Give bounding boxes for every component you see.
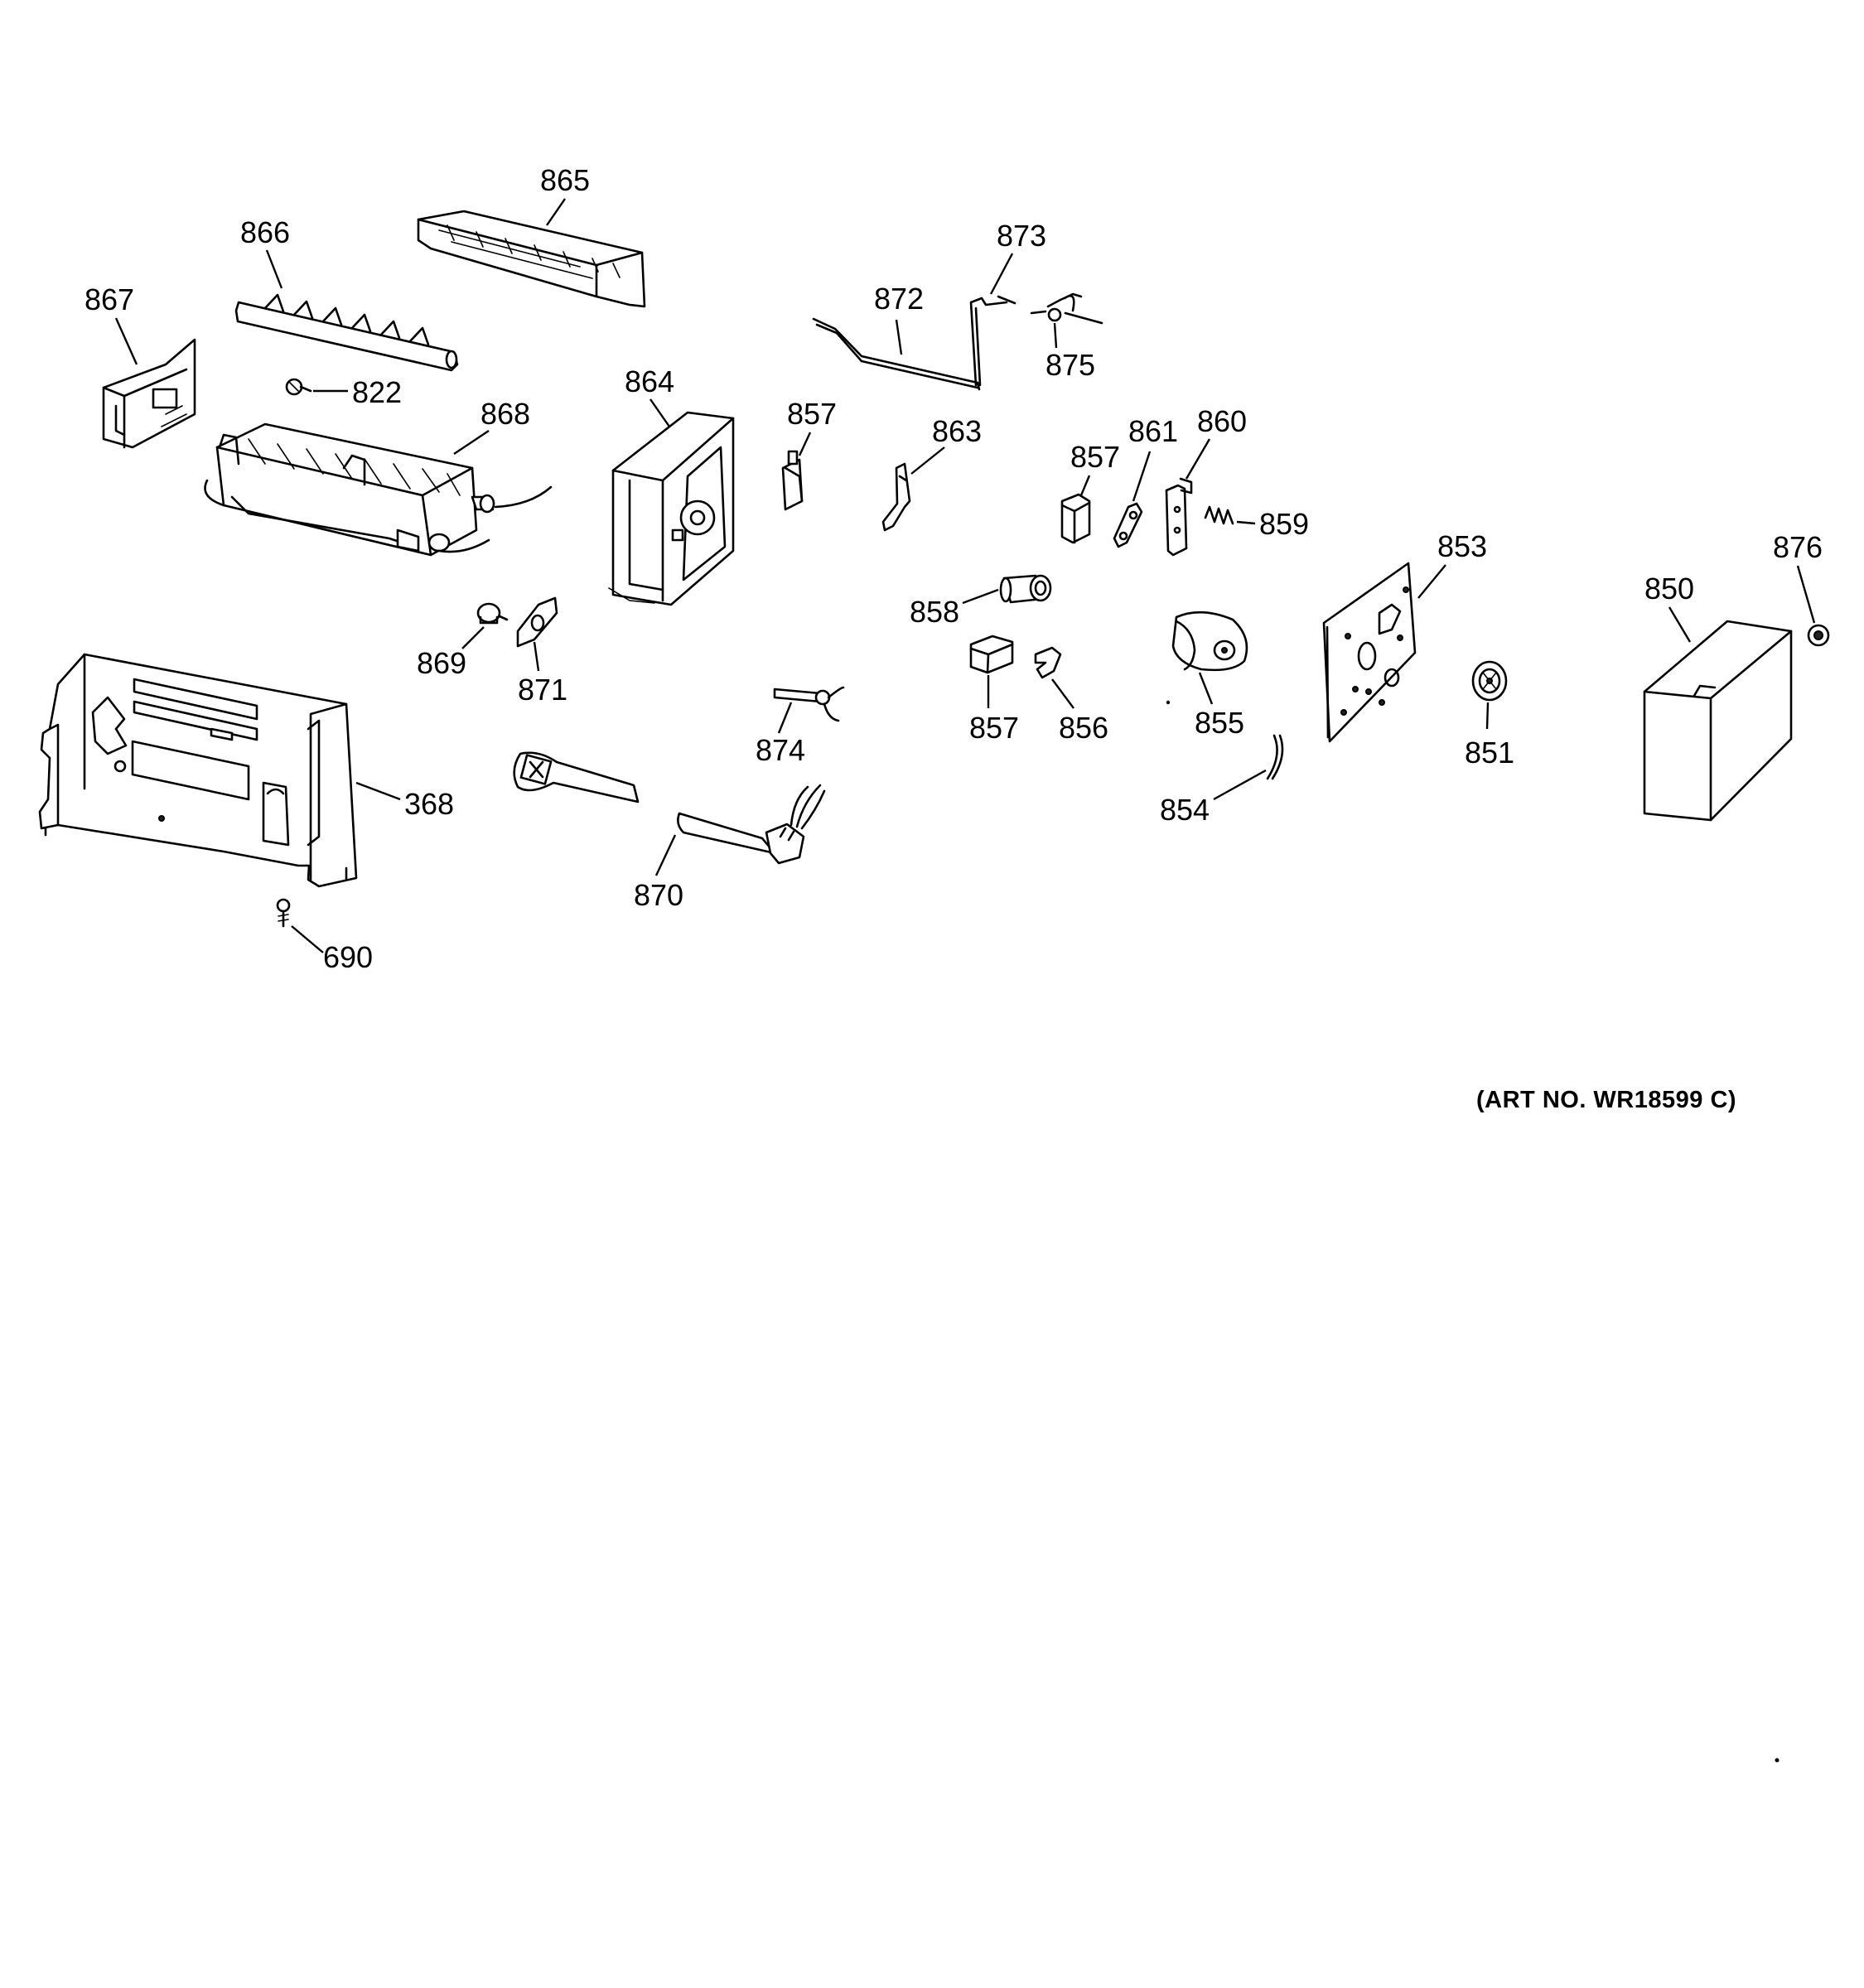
part-851-gear xyxy=(1471,660,1508,702)
callout-860: 860 xyxy=(1197,404,1247,438)
part-859-spring xyxy=(1204,505,1234,525)
callout-864: 864 xyxy=(625,364,674,398)
part-857-switch-b xyxy=(1060,493,1091,544)
part-855-timing-motor xyxy=(1171,610,1248,672)
callout-857-a: 857 xyxy=(787,397,837,431)
art-number: (ART NO. WR18599 C) xyxy=(1476,1087,1737,1113)
callout-690: 690 xyxy=(323,940,373,974)
callout-850: 850 xyxy=(1644,572,1694,606)
part-854-wire-clip xyxy=(1266,734,1284,780)
callout-872: 872 xyxy=(874,282,924,316)
part-856-actuator xyxy=(1034,646,1062,679)
callout-859: 859 xyxy=(1259,507,1309,541)
callout-853: 853 xyxy=(1437,529,1487,563)
part-869-support xyxy=(476,602,509,625)
part-864-control-housing xyxy=(608,411,735,606)
callout-869: 869 xyxy=(417,646,466,680)
part-876-nut xyxy=(1807,624,1830,647)
part-868-ice-mold-heater xyxy=(204,422,553,557)
callout-863: 863 xyxy=(932,414,982,448)
callout-874: 874 xyxy=(756,733,805,767)
part-867-mounting-bracket xyxy=(102,338,196,449)
part-871-cam xyxy=(516,596,558,648)
callout-875: 875 xyxy=(1045,348,1095,382)
callout-871: 871 xyxy=(518,673,567,707)
part-874-screw-wire xyxy=(773,686,845,722)
callout-870: 870 xyxy=(634,878,683,912)
callout-876: 876 xyxy=(1773,530,1823,564)
part-822-screw xyxy=(285,378,312,396)
part-875-retainer-clip xyxy=(1030,292,1103,325)
callout-858: 858 xyxy=(910,595,959,629)
part-866-ejector-shaft xyxy=(234,293,459,372)
part-870-fill-tube-harness xyxy=(513,751,826,865)
part-858-thermostat xyxy=(999,574,1052,604)
callout-854: 854 xyxy=(1160,793,1210,827)
callout-857-b: 857 xyxy=(1070,440,1120,474)
callout-857-c: 857 xyxy=(969,711,1019,745)
part-863-lever xyxy=(881,462,911,532)
part-690-screw xyxy=(276,898,291,928)
part-860-bracket xyxy=(1165,477,1193,557)
callout-822: 822 xyxy=(352,375,402,409)
callout-873: 873 xyxy=(997,219,1046,253)
part-857-switch-c xyxy=(969,635,1014,674)
part-872-feeler-arm xyxy=(812,317,981,391)
callout-368: 368 xyxy=(404,787,454,821)
part-853-mounting-plate xyxy=(1322,562,1417,743)
callout-865: 865 xyxy=(540,163,590,197)
callout-861: 861 xyxy=(1128,414,1178,448)
part-850-front-cover xyxy=(1643,620,1793,822)
callout-855: 855 xyxy=(1195,706,1244,740)
part-873-shut-off-arm xyxy=(969,295,1017,387)
part-865-ejector-cover xyxy=(417,210,646,308)
callout-856: 856 xyxy=(1059,711,1108,745)
callout-867: 867 xyxy=(85,282,134,316)
callout-866: 866 xyxy=(240,215,290,249)
part-861-link-plate xyxy=(1113,502,1143,548)
callout-851: 851 xyxy=(1465,736,1514,770)
part-368-shield-plate xyxy=(38,653,358,888)
callout-868: 868 xyxy=(480,397,530,431)
part-857-switch-a xyxy=(781,450,804,511)
